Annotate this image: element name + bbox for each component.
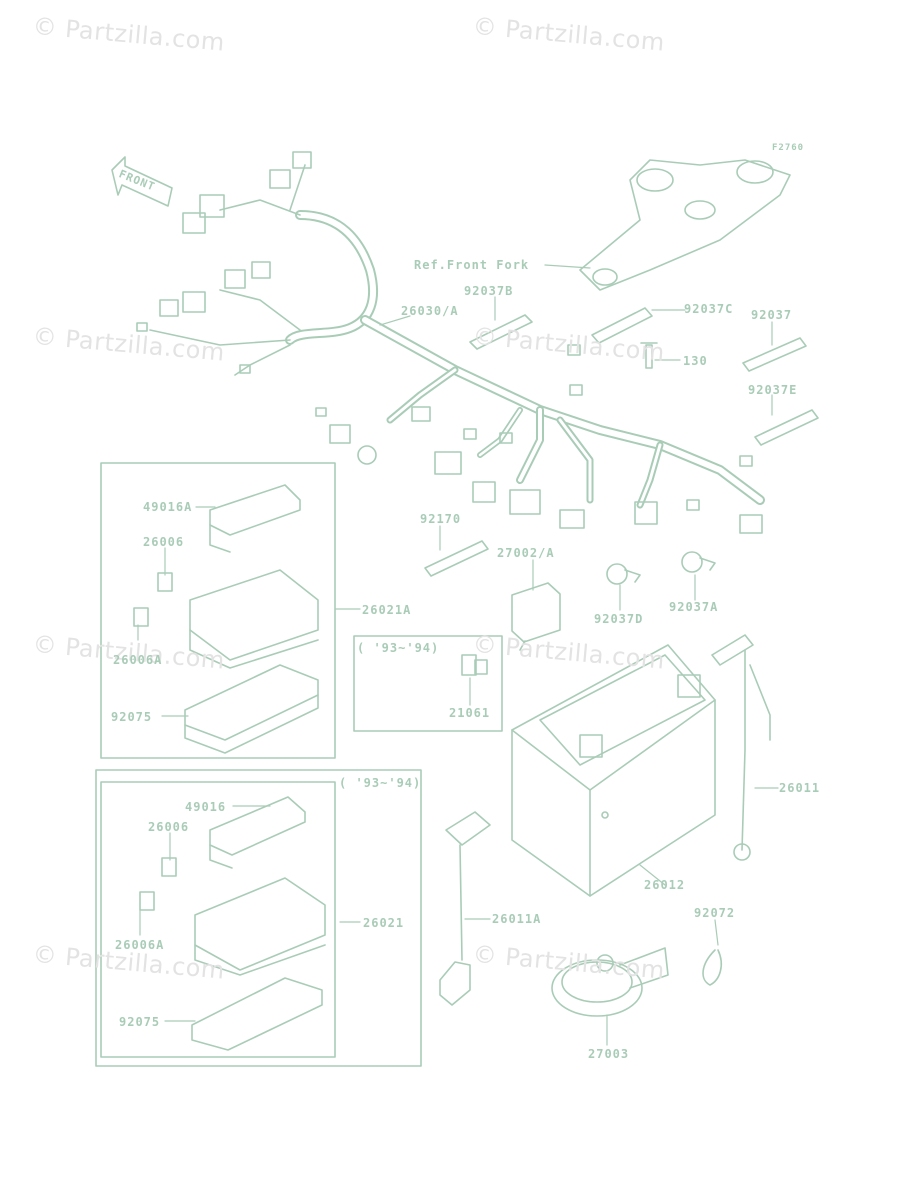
bolt-130: [640, 342, 658, 369]
mount-strip-92170: [424, 540, 489, 577]
part-label: 27002/A: [497, 546, 555, 560]
upper-triple-clamp: [579, 159, 791, 291]
part-label: 26030/A: [401, 304, 459, 318]
horn-27003: [551, 947, 669, 1017]
part-label: 49016A: [143, 500, 193, 514]
part-label: 26011: [779, 781, 821, 795]
diagram-code: F2760: [772, 143, 805, 153]
part-label: 92037D: [594, 612, 644, 626]
part-label: 92037E: [748, 383, 798, 397]
part-label: 26021: [363, 916, 405, 930]
mount-strip-92037: [742, 337, 807, 372]
mount-strip-92037B: [469, 314, 533, 350]
leader-lines: [137, 264, 779, 1046]
part-label: 26006A: [115, 938, 165, 952]
fuse-box-bottom: [95, 769, 422, 1067]
battery-cable-26011A: [439, 811, 491, 1006]
part-label: 130: [683, 354, 708, 368]
battery-26012: [511, 644, 716, 897]
part-label: 92037: [751, 308, 793, 322]
part-label: 92037A: [669, 600, 719, 614]
part-label: 49016: [185, 800, 227, 814]
year-box-21061: [353, 635, 503, 732]
relay-27002: [511, 582, 561, 651]
front-arrow-icon: [111, 156, 173, 207]
part-label: 92072: [694, 906, 736, 920]
part-label: Ref.Front Fork: [414, 258, 530, 272]
part-label: 92037C: [684, 302, 734, 316]
fuse-box-top: [100, 462, 336, 759]
mount-strip-92037C: [591, 307, 653, 344]
part-label: 26021A: [362, 603, 412, 617]
part-label: 26006: [148, 820, 190, 834]
part-label: 92037B: [464, 284, 514, 298]
clip-92072: [702, 949, 722, 986]
wiring-harness-26030: [136, 151, 765, 534]
year-note-top: ( '93~'94): [357, 641, 440, 655]
part-label: 92075: [111, 710, 153, 724]
battery-cable-26011: [711, 634, 771, 861]
part-label: 26006A: [113, 653, 163, 667]
clamp-92037D: [606, 563, 641, 585]
part-label: 26006: [143, 535, 185, 549]
part-label: 21061: [449, 706, 491, 720]
year-note-bottom: ( '93~'94): [339, 776, 422, 790]
mount-strip-92037E: [754, 409, 819, 446]
part-label: 26012: [644, 878, 686, 892]
part-label: 92170: [420, 512, 462, 526]
part-label: 27003: [588, 1047, 630, 1061]
part-label: 26011A: [492, 912, 542, 926]
clamp-92037A: [681, 551, 716, 573]
part-label: 92075: [119, 1015, 161, 1029]
